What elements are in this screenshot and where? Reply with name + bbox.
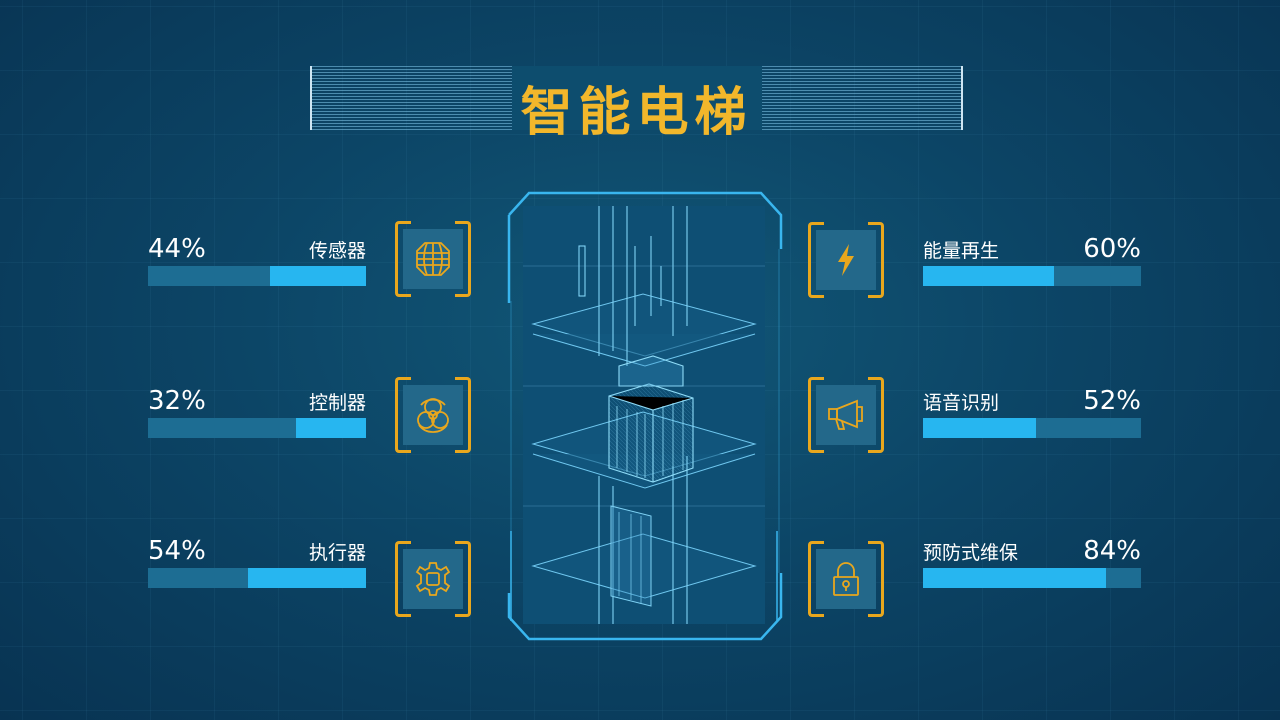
padlock-icon <box>833 562 859 596</box>
actuator-icon-frame <box>395 541 471 617</box>
stat-label: 预防式维保 <box>923 542 1019 564</box>
elevator-panel-frame <box>507 191 783 641</box>
stat-percent: 54% <box>148 536 206 566</box>
stat-percent: 52% <box>1083 386 1141 416</box>
progress-bar <box>148 568 366 588</box>
page-title: 智能电梯 <box>520 83 753 143</box>
stat-actuator: 54% 执行器 <box>148 536 366 596</box>
progress-fill <box>923 568 1107 588</box>
energy-icon-frame <box>808 222 884 298</box>
stat-predictive-maintenance: 84% 预防式维保 <box>923 536 1141 596</box>
voice-icon-frame <box>808 377 884 453</box>
progress-bar <box>923 418 1141 438</box>
stat-percent: 84% <box>1083 536 1141 566</box>
maintenance-icon-frame <box>808 541 884 617</box>
stat-energy-regen: 60% 能量再生 <box>923 234 1141 294</box>
biohazard-icon <box>417 398 449 433</box>
megaphone-icon <box>828 399 863 430</box>
title-plate <box>512 66 762 130</box>
progress-bar <box>923 568 1141 588</box>
stat-percent: 60% <box>1083 234 1141 264</box>
stat-label: 语音识别 <box>923 392 1000 414</box>
stat-label: 控制器 <box>308 392 366 414</box>
stat-label: 执行器 <box>308 542 366 564</box>
title-banner: 智能电梯 <box>310 66 963 143</box>
progress-fill <box>923 418 1037 438</box>
progress-fill <box>248 568 366 588</box>
controller-icon-frame <box>395 377 471 453</box>
elevator-illustration <box>523 206 765 624</box>
progress-fill <box>296 418 366 438</box>
lightning-icon <box>838 244 854 276</box>
elevator-shaft-drawing <box>523 206 765 624</box>
progress-bar <box>148 418 366 438</box>
progress-bar <box>923 266 1141 286</box>
stat-percent: 44% <box>148 234 206 264</box>
stat-percent: 32% <box>148 386 206 416</box>
stat-label: 能量再生 <box>923 240 1000 262</box>
progress-fill <box>923 266 1054 286</box>
gear-chip-icon <box>415 562 451 596</box>
stat-sensor: 44% 传感器 <box>148 234 366 294</box>
sensor-icon-frame <box>395 221 471 297</box>
progress-bar <box>148 266 366 286</box>
stat-controller: 32% 控制器 <box>148 386 366 446</box>
globe-icon <box>416 242 450 276</box>
stat-voice-recognition: 52% 语音识别 <box>923 386 1141 446</box>
stat-label: 传感器 <box>308 240 366 262</box>
progress-fill <box>270 266 366 286</box>
